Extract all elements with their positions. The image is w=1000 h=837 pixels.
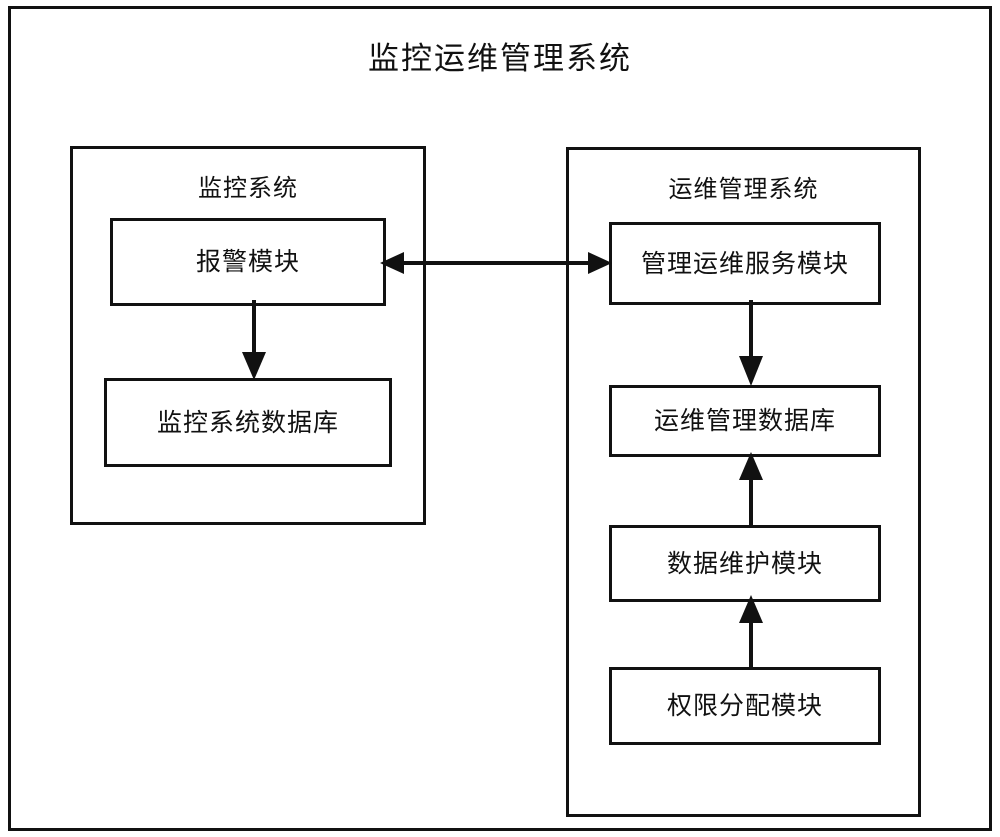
module-permission-allocation[interactable]: 权限分配模块 [609,667,881,745]
module-management-ops-service[interactable]: 管理运维服务模块 [609,222,881,305]
connector-service-to-ops-database-down-arrow [735,300,767,386]
module-data-maintenance-label: 数据维护模块 [666,548,823,578]
module-ops-management-database-label: 运维管理数据库 [653,406,836,435]
module-ops-management-database[interactable]: 运维管理数据库 [609,385,881,457]
module-permission-allocation-label: 权限分配模块 [666,691,823,720]
module-monitor-system-database-label: 监控系统数据库 [156,407,339,437]
module-alarm[interactable]: 报警模块 [110,218,386,306]
connector-alarm-to-service-bidirectional-arrow [380,248,612,278]
connector-maintenance-to-ops-database-up-arrow [735,452,767,526]
module-alarm-label: 报警模块 [195,247,300,276]
connector-alarm-to-monitor-database-down-arrow [238,300,270,380]
connector-permission-to-maintenance-up-arrow [735,595,767,668]
module-monitor-system-database[interactable]: 监控系统数据库 [104,378,392,467]
module-data-maintenance[interactable]: 数据维护模块 [609,525,881,602]
page-title: 监控运维管理系统 [368,41,632,77]
group-ops-management-system-title: 运维管理系统 [668,175,819,203]
group-monitor-system-title: 监控系统 [198,174,298,202]
module-management-ops-service-label: 管理运维服务模块 [640,248,849,278]
